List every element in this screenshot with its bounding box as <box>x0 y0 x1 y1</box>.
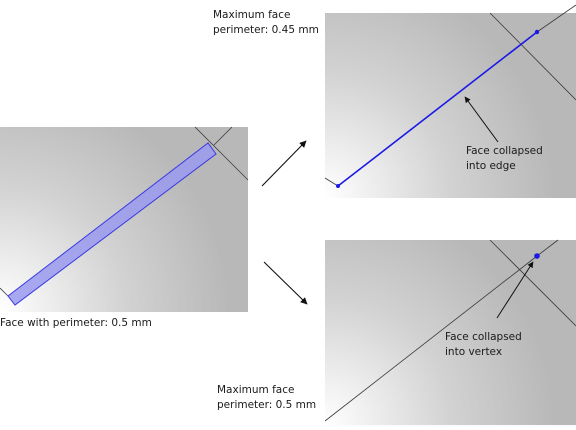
annotation-line: Face collapsed <box>445 331 522 343</box>
annotation-line: into edge <box>466 160 516 172</box>
annotation-line: into vertex <box>445 346 503 358</box>
caption-max-perimeter-05: Maximum face perimeter: 0.5 mm <box>217 383 316 413</box>
arrow-to-edge-result <box>261 140 307 187</box>
mesh-edge <box>324 177 339 187</box>
caption-original-face: Face with perimeter: 0.5 mm <box>0 316 152 331</box>
annotation-line: Face collapsed <box>466 145 543 157</box>
panel-vertex-background <box>325 240 576 425</box>
collapsed-vertex <box>534 253 540 259</box>
caption-line: Maximum face <box>213 9 291 21</box>
thin-face <box>7 142 217 306</box>
mesh-edge <box>489 12 576 101</box>
annotation-collapsed-vertex: Face collapsed into vertex <box>445 330 522 360</box>
mesh-edge <box>536 239 559 257</box>
edge-endpoint <box>534 29 540 35</box>
edge-endpoint <box>336 184 340 188</box>
mesh-edge <box>194 126 249 181</box>
mesh-edge <box>536 4 576 33</box>
arrow-to-vertex-result <box>263 261 308 305</box>
caption-line: Maximum face <box>217 384 295 396</box>
mesh-edge <box>0 287 9 297</box>
collapsed-edge <box>337 31 538 187</box>
caption-line: perimeter: 0.45 mm <box>213 24 319 36</box>
caption-max-perimeter-045: Maximum face perimeter: 0.45 mm <box>213 8 319 38</box>
annotation-collapsed-edge: Face collapsed into edge <box>466 144 543 174</box>
caption-line: perimeter: 0.5 mm <box>217 399 317 411</box>
vertex-pointer-arrow <box>496 261 534 319</box>
panel-collapsed-vertex <box>324 239 576 425</box>
panel-edge-background <box>325 13 576 198</box>
caption-line: Face with perimeter: 0.5 mm <box>0 317 152 329</box>
mesh-edge <box>213 126 233 146</box>
edge-pointer-arrow <box>464 96 499 143</box>
mesh-edge <box>324 255 538 422</box>
mesh-edge <box>489 239 576 327</box>
panel-collapsed-edge <box>324 4 576 198</box>
panel-original <box>0 126 249 312</box>
